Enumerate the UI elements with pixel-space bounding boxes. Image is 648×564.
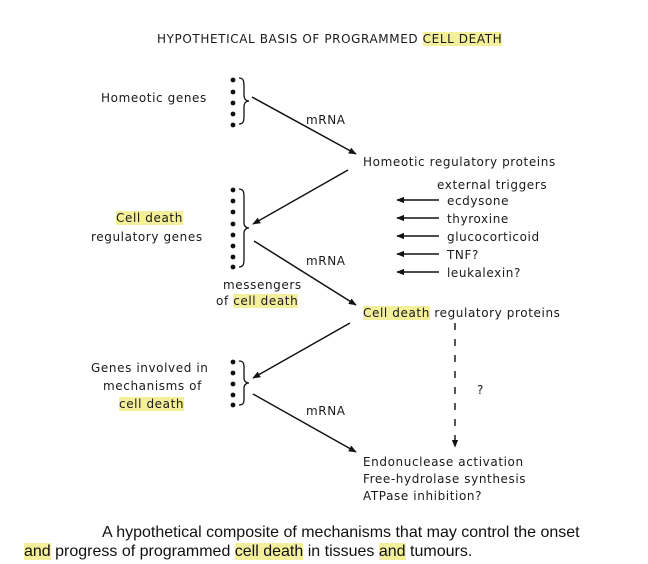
caption-and-2: and [378, 543, 406, 560]
diagram-title: HYPOTHETICAL BASIS OF PROGRAMMED CELL DE… [157, 32, 503, 46]
trigger-item: leukalexin? [447, 266, 521, 280]
label-homeotic-proteins: Homeotic regulatory proteins [363, 155, 556, 169]
caption-part3: tumours. [405, 543, 473, 560]
trigger-arrows [396, 196, 439, 276]
caption-line2: and progress of programmed cell death in… [24, 542, 644, 561]
cd-proteins-rest: regulatory proteins [429, 306, 561, 320]
label-atpase: ATPase inhibition? [363, 489, 483, 503]
messengers-prefix: of [216, 294, 234, 308]
cd-proteins-highlight: Cell death [363, 306, 430, 320]
label-cd-genes-line2: regulatory genes [91, 230, 203, 244]
caption-line1: A hypothetical composite of mechanisms t… [102, 524, 580, 541]
brace-homeotic-genes [238, 77, 250, 125]
label-cd-genes-line1: Cell death [116, 211, 183, 225]
dots-homeotic-genes [230, 77, 236, 128]
brace-mechanism-genes [238, 360, 250, 406]
label-mrna-3: mRNA [306, 404, 346, 418]
label-endonuclease: Endonuclease activation [363, 455, 524, 469]
caption-part2: in tissues [303, 543, 379, 560]
arrow-cd-genes-to-cd-proteins [253, 240, 357, 306]
trigger-item: thyroxine [447, 212, 509, 226]
label-messengers-line2: of cell death [216, 294, 299, 308]
caption-cell-death: cell death [234, 543, 304, 560]
arrow-cd-proteins-to-mech-genes [252, 322, 351, 379]
label-mech-line2: mechanisms of [103, 379, 202, 393]
label-mech-line1: Genes involved in [91, 361, 209, 375]
dots-mechanism-genes [230, 359, 236, 408]
label-mrna-1: mRNA [306, 113, 346, 127]
label-cd-proteins: Cell death regulatory proteins [363, 306, 561, 320]
dots-cell-death-genes [230, 187, 236, 270]
label-messengers-line1: messengers [223, 278, 302, 292]
title-highlight: CELL DEATH [422, 32, 503, 46]
label-external-triggers: external triggers [437, 178, 548, 192]
figure-caption: A hypothetical composite of mechanisms t… [24, 523, 644, 561]
messengers-highlight: cell death [233, 294, 299, 308]
label-mech-line3: cell death [119, 397, 185, 411]
label-homeotic-genes: Homeotic genes [101, 91, 207, 105]
trigger-item: TNF? [447, 248, 479, 262]
arrow-mech-genes-to-outcomes [252, 393, 357, 453]
trigger-item: ecdysone [447, 194, 510, 208]
arrow-homeotic-genes-to-proteins [251, 96, 357, 155]
mech-highlight: cell death [119, 397, 185, 411]
label-cd-genes-highlight: Cell death [116, 211, 183, 225]
caption-and-1: and [24, 543, 51, 560]
title-prefix: HYPOTHETICAL BASIS OF PROGRAMMED [157, 32, 423, 46]
label-question-mark: ? [477, 383, 484, 397]
brace-cell-death-genes [238, 188, 250, 268]
arrow-homeotic-proteins-to-cd-genes [252, 169, 349, 225]
label-hydrolase: Free-hydrolase synthesis [363, 472, 527, 486]
caption-part1: progress of programmed [50, 543, 235, 560]
trigger-item: glucocorticoid [447, 230, 540, 244]
label-mrna-2: mRNA [306, 254, 346, 268]
